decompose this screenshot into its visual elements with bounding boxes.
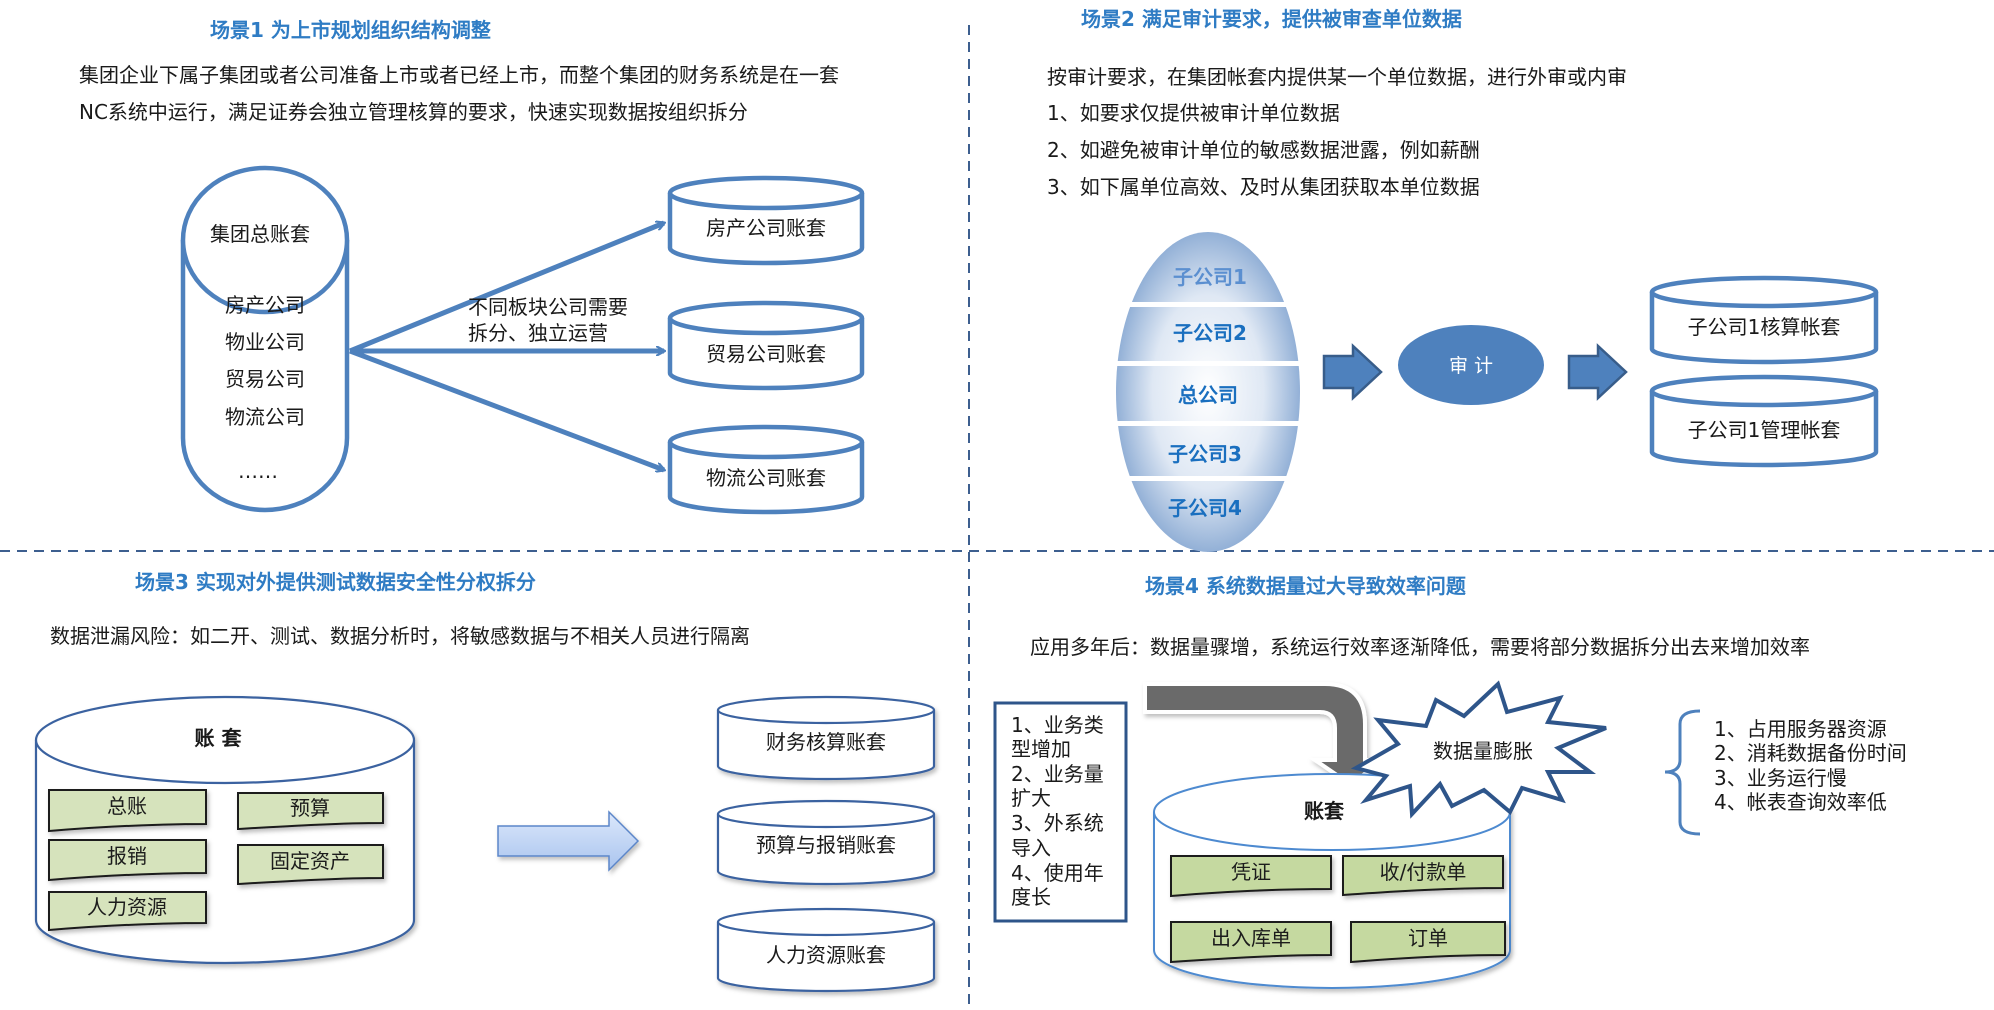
split-db-cylinder [716,695,936,781]
scenario-2: 场景2 满足审计要求，提供被审查单位数据 按审计要求，在集团帐套内提供某一个单位… [1047,7,1879,552]
scenario-2-point: 1、如要求仅提供被审计单位数据 [1047,101,1340,125]
module-label: 人力资源 [87,895,167,919]
source-db-item: 房产公司 [225,293,305,317]
split-db-label: 预算与报销账套 [756,833,896,857]
sub-db-cylinder: 子公司1管理帐套 [1649,374,1879,468]
effect-line: 1、占用服务器资源 [1714,717,1887,741]
sub-db-label: 子公司1管理帐套 [1688,418,1841,442]
scenario-4-desc: 应用多年后：数据量骤增，系统运行效率逐渐降低，需要将部分数据拆分出去来增加效率 [1030,635,1810,659]
scenario-2-point: 3、如下属单位高效、及时从集团获取本单位数据 [1047,175,1480,199]
effects-list: 1、占用服务器资源 2、消耗数据备份时间 3、业务运行慢 4、帐表查询效率低 [1714,717,1907,814]
module-label: 收/付款单 [1380,860,1467,884]
source-db-item-ellipsis: …… [238,459,278,483]
split-db-label: 人力资源账套 [766,943,886,967]
brace-icon [1664,709,1701,836]
right-arrow-icon [1322,343,1383,401]
egg-layer-label: 子公司3 [1168,442,1242,466]
split-arrow [349,223,664,354]
cause-line: 型增加 [1011,737,1071,761]
module-tab: 预算 [237,792,384,831]
cause-line: 扩大 [1011,786,1051,810]
cause-line: 1、业务类 [1011,713,1104,737]
cause-line: 4、使用年 [1011,861,1104,885]
audit-label: 审 计 [1449,355,1493,377]
target-db-label: 物流公司账套 [706,466,826,490]
data-burst-icon [1350,680,1607,819]
scenario-1-desc-line2: NC系统中运行，满足证券会独立管理核算的要求，快速实现数据按组织拆分 [79,100,748,124]
split-db-cylinder [716,799,936,886]
scenario-3: 场景3 实现对外提供测试数据安全性分权拆分 数据泄漏风险：如二开、测试、数据分析… [34,570,936,993]
burst-label: 数据量膨胀 [1433,739,1533,763]
source-db-item: 物业公司 [225,330,305,354]
scenario-1-desc-line1: 集团企业下属子集团或者公司准备上市或者已经上市，而整个集团的财务系统是在一套 [79,63,839,87]
scenario-4: 场景4 系统数据量过大导致效率问题 应用多年后：数据量骤增，系统运行效率逐渐降低… [993,574,1907,989]
sub-db-cylinder: 子公司1核算帐套 [1649,275,1879,365]
scenario-1: 场景1 为上市规划组织结构调整 集团企业下属子集团或者公司准备上市或者已经上市，… [79,18,865,515]
module-label: 出入库单 [1211,926,1291,950]
module-tab: 凭证 [1170,855,1332,898]
cause-line: 导入 [1011,836,1051,860]
split-db-cylinder [716,907,936,993]
module-tab: 订单 [1350,921,1506,964]
target-db-cylinder: 物流公司账套 [667,424,865,515]
split-label-line1: 不同板块公司需要 [468,295,628,319]
egg-layer-label: 子公司2 [1173,321,1247,345]
scenario-2-point: 2、如避免被审计单位的敏感数据泄露，例如薪酬 [1047,138,1480,162]
target-db-label: 贸易公司账套 [706,342,826,366]
effect-line: 2、消耗数据备份时间 [1714,741,1907,765]
causes-list: 1、业务类 型增加 2、业务量 扩大 3、外系统 导入 4、使用年 度长 [1011,713,1104,909]
source-db-item: 贸易公司 [225,367,305,391]
module-tab: 人力资源 [48,891,207,932]
module-tab: 收/付款单 [1342,855,1504,897]
scenario-2-title: 场景2 满足审计要求，提供被审查单位数据 [1081,7,1462,31]
account-set-title: 账 套 [195,726,242,750]
source-db-cylinder: 集团总账套 房产公司 物业公司 贸易公司 物流公司 …… [180,165,350,513]
module-label: 报销 [107,844,147,868]
module-tab: 固定资产 [237,844,384,886]
scenario-2-desc: 按审计要求，在集团帐套内提供某一个单位数据，进行外审或内审 [1047,65,1627,89]
module-label: 预算 [290,796,330,820]
split-arrow [349,348,664,470]
cause-line: 2、业务量 [1011,762,1104,786]
module-label: 订单 [1408,926,1448,950]
module-tab: 出入库单 [1170,921,1332,964]
scenario-1-title: 场景1 为上市规划组织结构调整 [210,18,491,42]
egg-layer-label: 总公司 [1178,383,1238,407]
source-db-title: 集团总账套 [210,222,310,246]
target-db-cylinder: 贸易公司账套 [667,300,865,391]
module-label: 固定资产 [270,849,350,873]
sub-db-label: 子公司1核算帐套 [1688,315,1841,339]
cause-line: 度长 [1011,885,1051,909]
egg-layer-label: 子公司1 [1173,265,1247,289]
module-label: 总账 [107,794,147,818]
module-label: 凭证 [1231,860,1271,884]
scenario-3-desc: 数据泄漏风险：如二开、测试、数据分析时，将敏感数据与不相关人员进行隔离 [50,624,750,648]
scenario-4-title: 场景4 系统数据量过大导致效率问题 [1145,574,1467,598]
module-tab: 报销 [48,839,207,882]
cause-line: 3、外系统 [1011,811,1104,835]
right-arrow-icon [1567,343,1628,401]
company-egg: 子公司1 子公司2 总公司 子公司3 子公司4 [1110,232,1310,552]
split-db-label: 财务核算账套 [766,730,886,754]
bent-arrow-icon [1143,682,1392,787]
target-db-cylinder: 房产公司账套 [667,175,865,266]
effect-line: 3、业务运行慢 [1714,766,1847,790]
scenario-3-title: 场景3 实现对外提供测试数据安全性分权拆分 [135,570,536,594]
module-tab: 总账 [48,789,207,833]
right-arrow-icon [497,810,640,872]
split-label-line2: 拆分、独立运营 [468,321,608,345]
audit-node [1398,325,1544,405]
target-db-label: 房产公司账套 [706,216,826,240]
egg-layer-label: 子公司4 [1168,496,1242,520]
account-set-title: 账套 [1304,799,1344,823]
causes-box [993,701,1128,923]
source-db-item: 物流公司 [225,405,305,429]
effect-line: 4、帐表查询效率低 [1714,790,1887,814]
